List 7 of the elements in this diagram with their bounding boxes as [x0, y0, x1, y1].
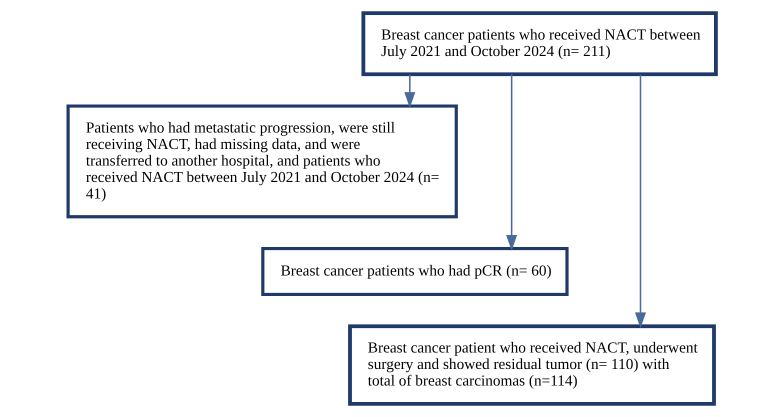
arrow	[634, 74, 646, 328]
node-box: Breast cancer patients who had pCR (n= 60)	[260, 247, 568, 296]
node-box: Patients who had metastatic progression, were still receiving NACT, had missing data, and were transferred to another hospital, and patients who received NACT between July 2021 and October 2024 (n= 41)	[66, 104, 458, 218]
arrow	[404, 74, 415, 108]
node-box: Breast cancer patient who received NACT, underwent surgery and showed residual tumor (n= 110) with total of breast carcinomas (n=114)	[348, 324, 716, 406]
arrow	[506, 74, 517, 251]
node-box: Breast cancer patients who received NACT between July 2021 and October 2024 (n= 211)	[360, 11, 718, 76]
